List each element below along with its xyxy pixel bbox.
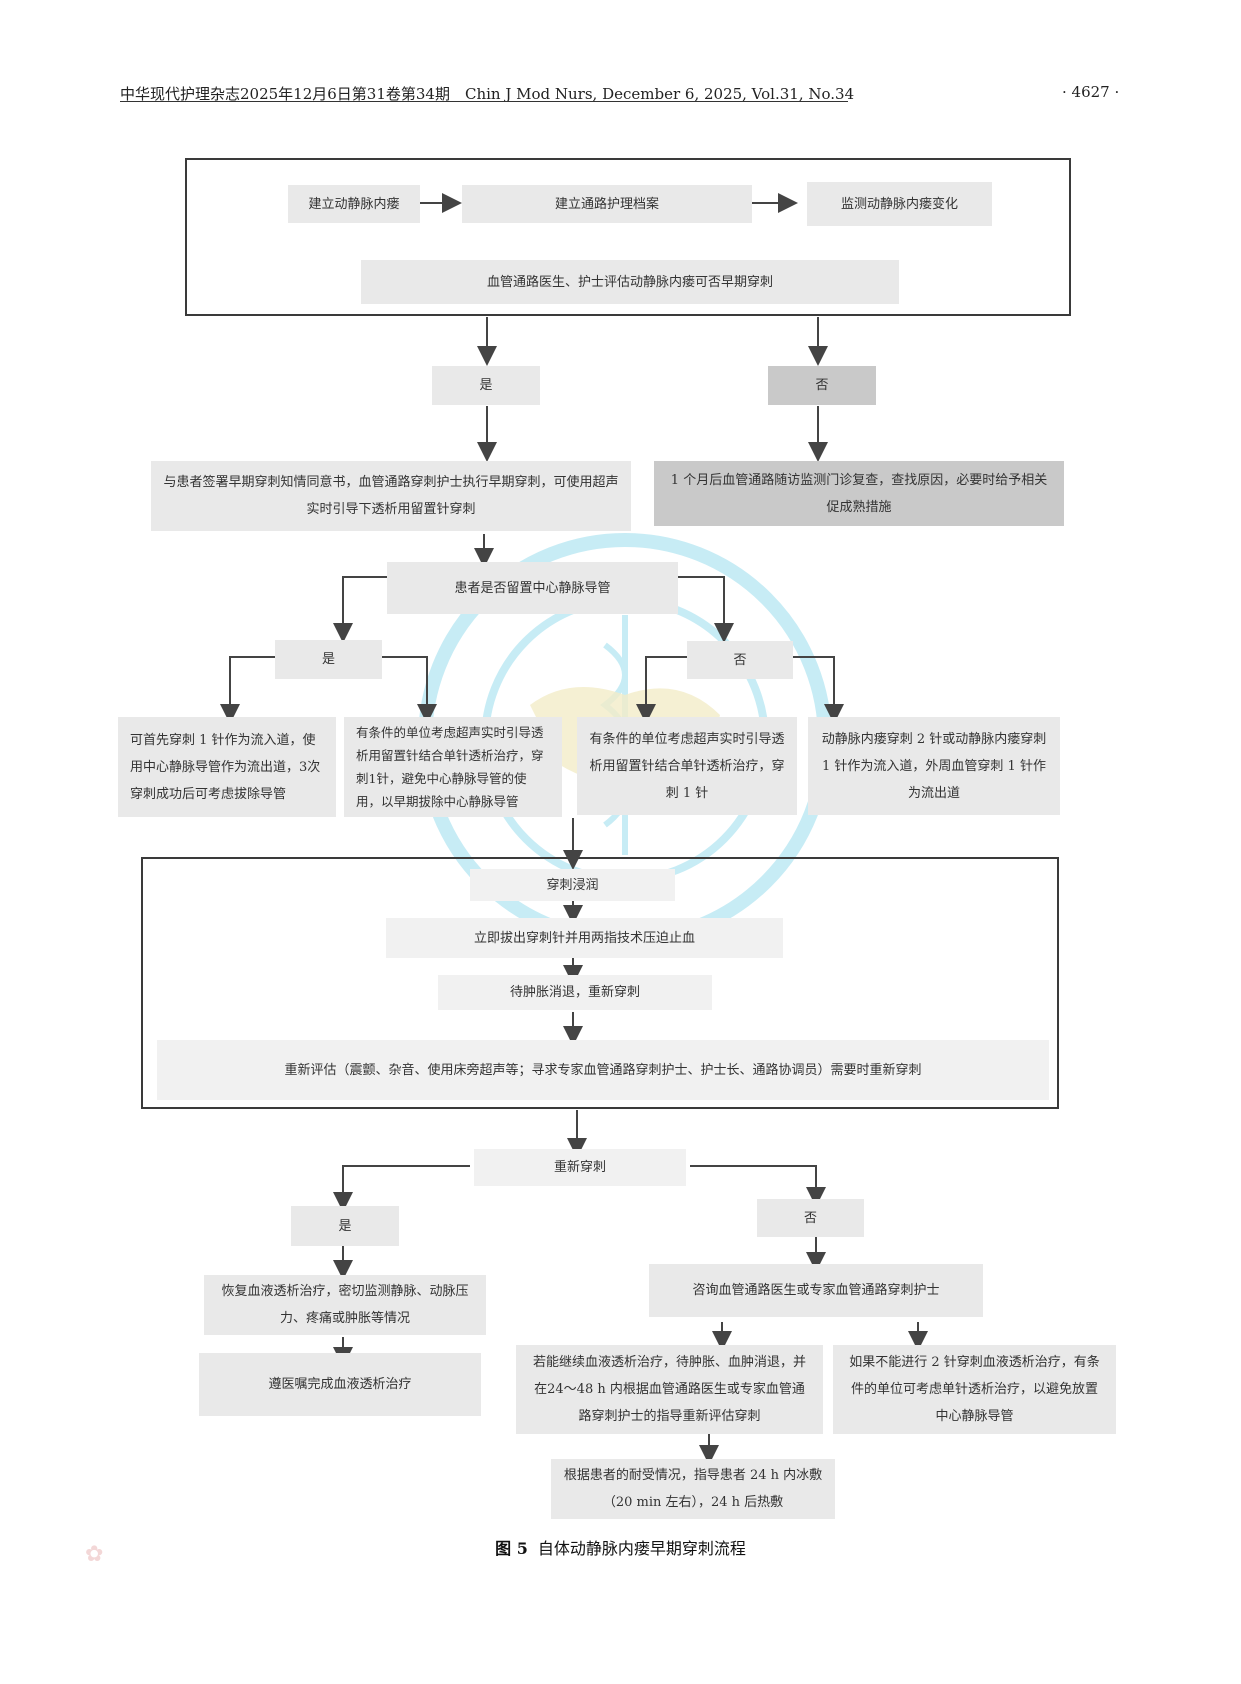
figure-caption: 图 5 自体动静脉内瘘早期穿刺流程	[0, 1535, 1241, 1559]
no3-cold-compress: 根据患者的耐受情况，指导患者 24 h 内冰敷（20 min 左右），24 h …	[551, 1459, 835, 1519]
step-monitor-fistula: 监测动静脉内瘘变化	[807, 182, 992, 226]
yes2-option-b: 有条件的单位考虑超声实时引导透析用留置针结合单针透析治疗，穿刺1针，避免中心静脉…	[344, 717, 562, 817]
decision-no-3: 否	[757, 1199, 864, 1237]
no1-action: 1 个月后血管通路随访监测门诊复查，查找原因，必要时给予相关促成熟措施	[654, 461, 1064, 526]
yes3-resume-dialysis: 恢复血液透析治疗，密切监测静脉、动脉压力、疼痛或肿胀等情况	[204, 1275, 486, 1335]
infiltration-step: 穿刺浸润	[470, 869, 675, 901]
no2-option-a: 有条件的单位考虑超声实时引导透析用留置针结合单针透析治疗，穿刺 1 针	[577, 717, 797, 815]
figure-title: 自体动静脉内瘘早期穿刺流程	[537, 1539, 746, 1558]
wait-swelling-step: 待肿胀消退，重新穿刺	[438, 975, 712, 1010]
decision-no-1: 否	[768, 366, 876, 405]
publisher-logo-icon: ✿	[85, 1542, 104, 1567]
cvc-question: 患者是否留置中心静脉导管	[387, 562, 678, 614]
no3-option-a: 若能继续血液透析治疗，待肿胀、血肿消退，并在24～48 h 内根据血管通路医生或…	[516, 1345, 823, 1434]
decision-yes-2: 是	[275, 640, 382, 679]
no3-option-b: 如果不能进行 2 针穿刺血液透析治疗，有条件的单位可考虑单针透析治疗，以避免放置…	[833, 1345, 1116, 1434]
no2-option-b: 动静脉内瘘穿刺 2 针或动静脉内瘘穿刺 1 针作为流入道，外周血管穿刺 1 针作…	[808, 717, 1060, 815]
top-frame	[185, 158, 1071, 316]
step-establish-fistula: 建立动静脉内瘘	[288, 185, 420, 223]
yes3-complete-dialysis: 遵医嘱完成血液透析治疗	[199, 1353, 481, 1416]
yes1-action: 与患者签署早期穿刺知情同意书，血管通路穿刺护士执行早期穿刺，可使用超声实时引导下…	[151, 461, 631, 531]
page-number: · 4627 ·	[1062, 83, 1120, 101]
step-assess-early-puncture: 血管通路医生、护士评估动静脉内瘘可否早期穿刺	[361, 260, 899, 304]
figure-label: 图 5	[495, 1539, 528, 1558]
decision-no-2: 否	[687, 641, 793, 679]
decision-yes-3: 是	[291, 1206, 399, 1246]
reassess-step: 重新评估（震颤、杂音、使用床旁超声等；寻求专家血管通路穿刺护士、护士长、通路协调…	[157, 1040, 1049, 1100]
no3-consult: 咨询血管通路医生或专家血管通路穿刺护士	[649, 1264, 983, 1317]
journal-header: 中华现代护理杂志2025年12月6日第31卷第34期 Chin J Mod Nu…	[120, 85, 855, 103]
remove-needle-step: 立即拔出穿刺针并用两指技术压迫止血	[386, 918, 783, 958]
header-rule	[120, 101, 848, 102]
repuncture-step: 重新穿刺	[474, 1149, 686, 1186]
yes2-option-a: 可首先穿刺 1 针作为流入道，使用中心静脉导管作为流出道，3次穿刺成功后可考虑拔…	[118, 717, 336, 817]
decision-yes-1: 是	[432, 366, 540, 405]
step-build-record: 建立通路护理档案	[462, 185, 752, 223]
infiltration-frame	[141, 857, 1059, 1109]
